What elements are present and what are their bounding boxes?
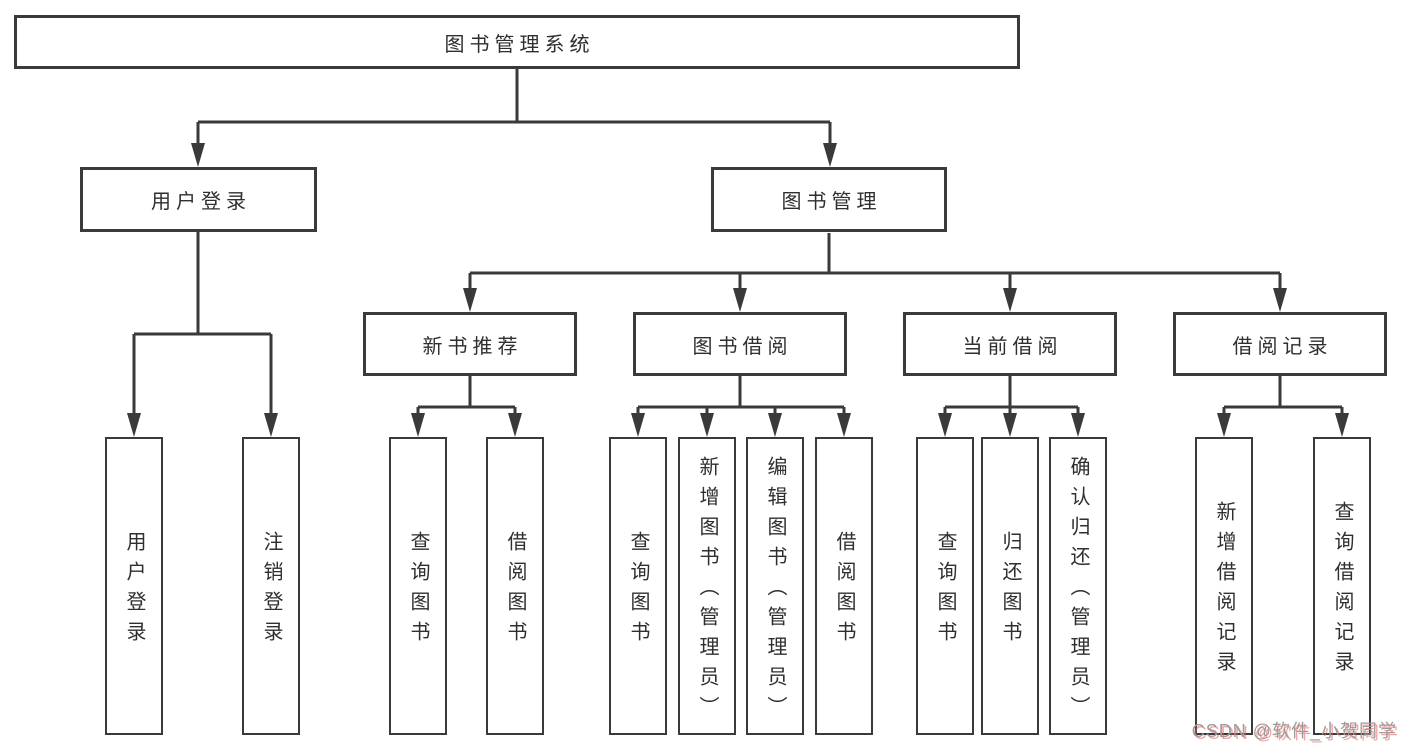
leaf-label: 编辑图书（管理员）: [764, 456, 786, 726]
leaf-label: 用户登录: [123, 531, 145, 651]
leaf-add-book-admin: 新增图书（管理员）: [678, 437, 736, 735]
leaf-label: 新增图书（管理员）: [696, 456, 718, 726]
leaf-label: 归还图书: [999, 531, 1021, 651]
node-new-book-recommend: 新书推荐: [363, 312, 577, 376]
node-label: 用户登录: [151, 191, 251, 213]
node-root: 图书管理系统: [14, 15, 1020, 69]
leaf-label: 查询图书: [934, 531, 956, 651]
leaf-query-book-1: 查询图书: [389, 437, 447, 735]
leaf-label: 查询图书: [627, 531, 649, 651]
node-user-login: 用户登录: [80, 167, 317, 232]
watermark: CSDN @软件_小贺同学: [1191, 721, 1397, 741]
leaf-edit-book-admin: 编辑图书（管理员）: [746, 437, 804, 735]
leaf-query-book-3: 查询图书: [916, 437, 974, 735]
leaf-label: 借阅图书: [833, 531, 855, 651]
leaf-logout: 注销登录: [242, 437, 300, 735]
node-book-borrow: 图书借阅: [633, 312, 847, 376]
leaf-label: 查询图书: [407, 531, 429, 651]
node-label: 当前借阅: [962, 335, 1063, 358]
leaf-label: 借阅图书: [504, 531, 526, 651]
leaf-confirm-return-admin: 确认归还（管理员）: [1049, 437, 1107, 735]
node-label: 图书管理: [781, 191, 882, 213]
node-label: 图书借阅: [692, 335, 793, 358]
leaf-label: 新增借阅记录: [1213, 501, 1235, 681]
leaf-label: 查询借阅记录: [1331, 501, 1353, 681]
node-book-management: 图书管理: [711, 167, 947, 232]
node-root-label: 图书管理系统: [444, 33, 595, 56]
node-label: 借阅记录: [1232, 335, 1333, 358]
leaf-query-borrow-record: 查询借阅记录: [1313, 437, 1371, 735]
node-borrow-record: 借阅记录: [1173, 312, 1387, 376]
node-current-borrow: 当前借阅: [903, 312, 1117, 376]
leaf-borrow-book-2: 借阅图书: [815, 437, 873, 735]
leaf-user-login: 用户登录: [105, 437, 163, 735]
leaf-return-book: 归还图书: [981, 437, 1039, 735]
leaf-label: 注销登录: [260, 531, 282, 651]
leaf-borrow-book-1: 借阅图书: [486, 437, 544, 735]
node-label: 新书推荐: [422, 335, 523, 358]
leaf-query-book-2: 查询图书: [609, 437, 667, 735]
leaf-add-borrow-record: 新增借阅记录: [1195, 437, 1253, 735]
leaf-label: 确认归还（管理员）: [1067, 456, 1089, 726]
